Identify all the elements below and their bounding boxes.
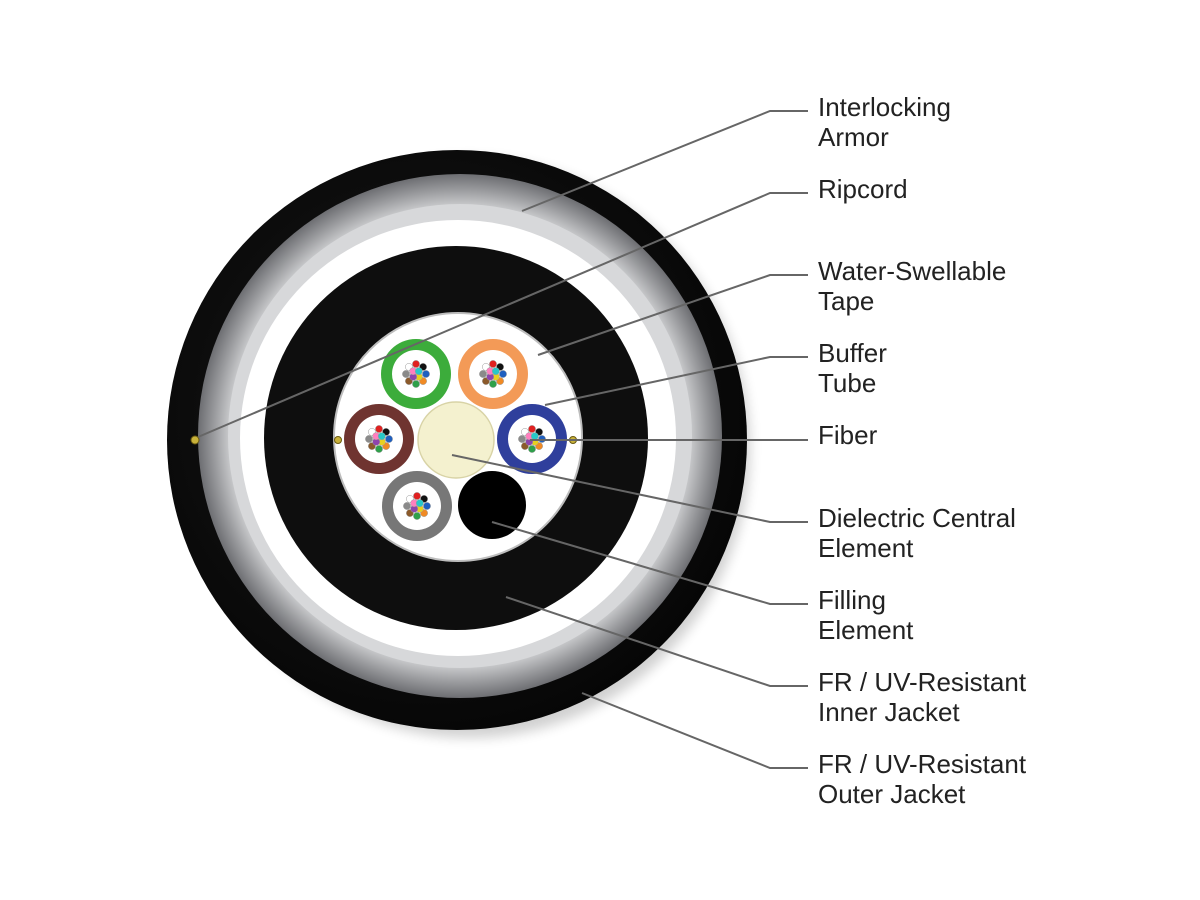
fiber — [530, 432, 539, 441]
label-outer-jacket: FR / UV-Resistant Outer Jacket — [818, 749, 1033, 809]
label-buffer-tube: Buffer Tube — [818, 338, 894, 398]
leader-filling-element — [491, 521, 808, 605]
label-water-swellable-tape: Water-Swellable Tape — [818, 256, 1014, 316]
leader-tape — [537, 274, 808, 356]
buffer-tube-orange-bore — [469, 350, 517, 398]
buffer-tubes — [344, 339, 567, 541]
label-fiber: Fiber — [818, 420, 878, 450]
fiber — [528, 425, 536, 433]
labels: Interlocking Armor Ripcord Water-Swellab… — [818, 92, 1033, 809]
leader-ripcord — [197, 192, 808, 438]
fiber — [489, 360, 497, 368]
leader-inner-jacket — [505, 596, 808, 687]
leader-outer-jacket — [581, 692, 808, 769]
fiber — [422, 370, 430, 378]
label-filling-element: Filling Element — [818, 585, 914, 645]
cable-cross-section — [167, 150, 750, 738]
fiber — [423, 502, 431, 510]
label-interlocking-armor: Interlocking Armor — [818, 92, 958, 152]
leader-lines — [197, 110, 808, 769]
central-element-outline — [417, 401, 495, 479]
buffer-tube-green-bore — [392, 350, 440, 398]
buffer-tube-brown-bore — [355, 415, 403, 463]
label-ripcord: Ripcord — [818, 174, 908, 204]
fiber — [413, 512, 421, 520]
leader-armor — [521, 110, 808, 212]
ripcord-inner-left — [334, 436, 342, 444]
fiber — [403, 502, 411, 510]
fiber — [528, 445, 536, 453]
fiber — [385, 435, 393, 443]
label-inner-jacket: FR / UV-Resistant Inner Jacket — [818, 667, 1033, 727]
fiber — [414, 367, 423, 376]
filling-element — [458, 471, 526, 539]
fiber — [518, 435, 526, 443]
fiber — [412, 360, 420, 368]
label-dielectric-central-element: Dielectric Central Element — [818, 503, 1023, 563]
fiber — [489, 380, 497, 388]
ripcord-outer — [190, 435, 200, 445]
fiber — [413, 492, 421, 500]
fiber — [377, 432, 386, 441]
fiber — [375, 425, 383, 433]
buffer-tube-gray-bore — [393, 482, 441, 530]
fiber — [365, 435, 373, 443]
fiber — [479, 370, 487, 378]
fiber — [375, 445, 383, 453]
leader-buffer-tube — [544, 356, 808, 406]
fiber — [402, 370, 410, 378]
leader-central-element — [451, 454, 808, 523]
fiber — [491, 367, 500, 376]
fiber — [412, 380, 420, 388]
fiber — [415, 499, 424, 508]
fiber — [499, 370, 507, 378]
